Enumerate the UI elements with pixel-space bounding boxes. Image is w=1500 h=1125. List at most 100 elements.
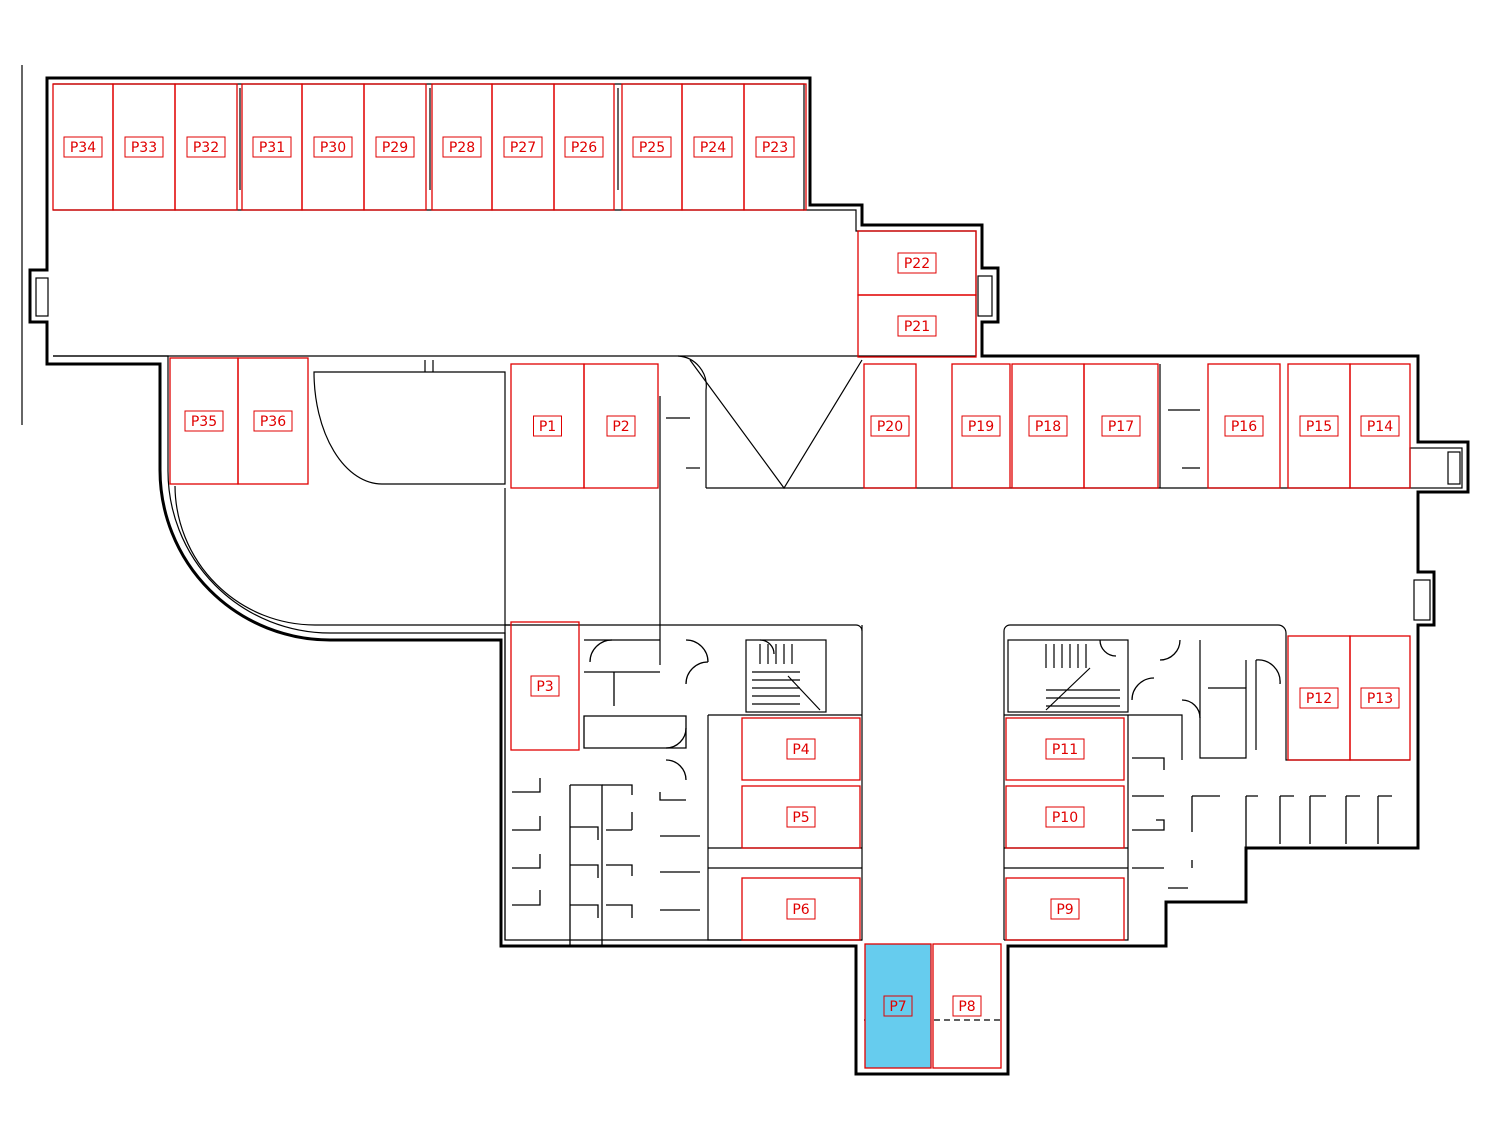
space-label: P30	[320, 140, 346, 156]
parking-space-p33[interactable]: P33	[112, 83, 176, 211]
parking-space-p14[interactable]: P14	[1349, 363, 1411, 489]
parking-space-p1[interactable]: P1	[510, 363, 585, 489]
parking-space-p8[interactable]: P8	[932, 943, 1002, 1069]
parking-space-p30[interactable]: P30	[301, 83, 365, 211]
space-outline[interactable]	[1005, 877, 1125, 941]
parking-space-p21[interactable]: P21	[857, 294, 977, 358]
space-outline[interactable]	[1349, 363, 1411, 489]
parking-space-p25[interactable]: P25	[621, 83, 683, 211]
space-label: P4	[792, 742, 809, 758]
space-label: P29	[382, 140, 408, 156]
space-label-box	[786, 898, 816, 920]
space-label: P26	[571, 140, 597, 156]
space-label-box	[961, 415, 1001, 437]
space-label: P34	[70, 140, 96, 156]
space-outline[interactable]	[1005, 717, 1125, 781]
space-label-box	[442, 136, 482, 158]
space-label: P11	[1052, 742, 1078, 758]
space-label-box	[1224, 415, 1264, 437]
space-outline[interactable]	[553, 83, 615, 211]
parking-space-p35[interactable]: P35	[169, 357, 239, 485]
space-label-box	[1050, 898, 1080, 920]
space-outline[interactable]	[1349, 635, 1411, 761]
space-outline[interactable]	[951, 363, 1011, 489]
space-label-box	[186, 136, 226, 158]
space-label-box	[897, 315, 937, 337]
stairwell-left	[745, 639, 827, 713]
space-label-box	[1101, 415, 1141, 437]
space-label-box	[530, 675, 560, 697]
space-label: P17	[1108, 419, 1134, 435]
parking-space-p22[interactable]: P22	[857, 230, 977, 296]
space-label-box	[253, 410, 293, 432]
space-outline[interactable]	[857, 294, 977, 358]
stairwell-right	[1007, 639, 1129, 713]
parking-space-p34[interactable]: P34	[52, 83, 114, 211]
parking-space-p28[interactable]: P28	[431, 83, 493, 211]
space-label: P19	[968, 419, 994, 435]
space-label-box	[63, 136, 103, 158]
space-label-box	[1360, 415, 1400, 437]
parking-space-p2[interactable]: P2	[583, 363, 659, 489]
space-label-box	[1045, 738, 1085, 760]
parking-space-p23[interactable]: P23	[743, 83, 807, 211]
parking-space-p10[interactable]: P10	[1005, 785, 1125, 849]
space-outline[interactable]	[743, 83, 807, 211]
parking-space-p6[interactable]: P6	[741, 877, 861, 941]
parking-space-p32[interactable]: P32	[174, 83, 238, 211]
space-label: P36	[260, 414, 286, 430]
parking-space-p18[interactable]: P18	[1011, 363, 1085, 489]
space-outline[interactable]	[932, 943, 1002, 1069]
space-label-box	[503, 136, 543, 158]
space-label: P16	[1231, 419, 1257, 435]
space-outline[interactable]	[510, 621, 580, 751]
parking-space-p20[interactable]: P20	[863, 363, 917, 489]
space-label-box	[184, 410, 224, 432]
space-outline[interactable]	[1005, 785, 1125, 849]
space-outline[interactable]	[174, 83, 238, 211]
parking-space-p9[interactable]: P9	[1005, 877, 1125, 941]
parking-space-p3[interactable]: P3	[510, 621, 580, 751]
space-label-box	[952, 995, 982, 1017]
doors	[589, 639, 1281, 889]
stalls-right	[1132, 757, 1392, 869]
parking-space-p24[interactable]: P24	[681, 83, 745, 211]
space-label: P21	[904, 319, 930, 335]
parking-space-p26[interactable]: P26	[553, 83, 615, 211]
parking-space-p11[interactable]: P11	[1005, 717, 1125, 781]
parking-space-p17[interactable]: P17	[1083, 363, 1159, 489]
parking-space-p7[interactable]: P7	[864, 943, 932, 1069]
parking-space-p15[interactable]: P15	[1287, 363, 1351, 489]
space-label-box	[870, 415, 910, 437]
space-label-box	[313, 136, 353, 158]
space-label: P18	[1035, 419, 1061, 435]
space-outline[interactable]	[863, 363, 917, 489]
space-outline[interactable]	[583, 363, 659, 489]
space-label-box	[1299, 415, 1339, 437]
space-label: P10	[1052, 810, 1078, 826]
space-label: P24	[700, 140, 726, 156]
parking-space-p13[interactable]: P13	[1349, 635, 1411, 761]
space-label: P9	[1056, 902, 1073, 918]
space-outline[interactable]	[1083, 363, 1159, 489]
space-outline[interactable]	[741, 877, 861, 941]
space-label: P13	[1367, 691, 1393, 707]
parking-space-p19[interactable]: P19	[951, 363, 1011, 489]
parking-space-p27[interactable]: P27	[491, 83, 555, 211]
parking-space-p29[interactable]: P29	[363, 83, 427, 211]
space-outline[interactable]	[741, 717, 861, 781]
parking-space-p36[interactable]: P36	[237, 357, 309, 485]
parking-space-p12[interactable]: P12	[1287, 635, 1351, 761]
parking-space-p4[interactable]: P4	[741, 717, 861, 781]
space-label-box	[1299, 687, 1339, 709]
outer-walls	[28, 76, 1470, 1076]
space-outline[interactable]	[237, 357, 309, 485]
space-label: P7	[889, 999, 906, 1015]
space-outline[interactable]	[363, 83, 427, 211]
space-outline[interactable]	[741, 785, 861, 849]
parking-space-p31[interactable]: P31	[241, 83, 303, 211]
space-label: P6	[792, 902, 809, 918]
space-outline[interactable]	[1207, 363, 1281, 489]
parking-space-p16[interactable]: P16	[1207, 363, 1281, 489]
parking-space-p5[interactable]: P5	[741, 785, 861, 849]
